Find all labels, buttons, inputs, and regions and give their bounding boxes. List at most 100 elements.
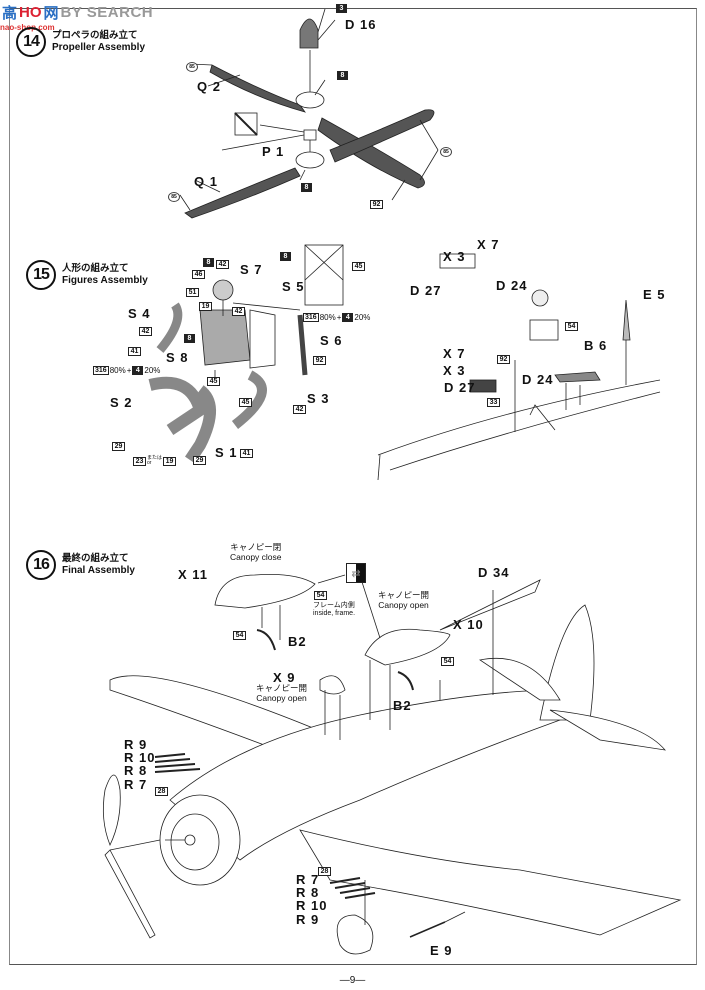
part-label-gun-right-4: R 9 <box>296 912 320 927</box>
figure-illustration <box>148 244 344 464</box>
canopy-open-jp: キャノピー開 <box>378 590 430 600</box>
watermark-logo: 高 HO 网 BY SEARCH <box>2 2 153 23</box>
part-label-e9: E 9 <box>430 943 453 958</box>
part-label-q2: Q 2 <box>197 79 221 94</box>
part-label-gun-left-1: R 9 <box>124 737 148 752</box>
frame-note-jp: フレーム内側 <box>313 602 355 609</box>
color-code-gunsight: 92 <box>497 355 510 364</box>
color-code-b6: 54 <box>565 322 578 331</box>
part-label-gun-right-2: R 8 <box>296 885 320 900</box>
blade-q1 <box>184 167 301 219</box>
color-code-helmet-2: 42 <box>216 260 229 269</box>
step-15-header: 15 人形の組み立て Figures Assembly <box>26 260 148 290</box>
canopy-open-note: キャノピー開 Canopy open <box>378 590 429 610</box>
color-code-glove-right: 41 <box>240 449 253 458</box>
color-code-strap: 92 <box>313 356 326 365</box>
color-code-panel: 33 <box>487 398 500 407</box>
color-code-guns-right: 28 <box>318 867 331 876</box>
step-title-jp: 最終の組み立て <box>62 553 129 564</box>
antenna-d34-shape <box>439 579 541 631</box>
color-code-spinner: 3 <box>336 4 347 13</box>
no-glue-icon-box <box>234 112 258 136</box>
propeller-illustration <box>179 8 439 219</box>
color-code-tip-right: 85 <box>440 147 452 157</box>
part-label-d27-main: D 27 <box>444 380 476 395</box>
part-label-d34: D 34 <box>478 565 510 580</box>
watermark-char-1: 高 <box>2 5 18 22</box>
canopy-close-en: Canopy close <box>230 552 282 562</box>
color-code-guns-left: 28 <box>155 787 168 796</box>
color-code-vest: 42 <box>232 307 245 316</box>
color-code-face: 51 <box>186 288 199 297</box>
part-label-gun-right-3: R 10 <box>296 898 328 913</box>
canopy-toggle-arrows-icon: ⇄ <box>346 563 366 583</box>
hub-bottom <box>295 151 325 169</box>
step-title-en: Figures Assembly <box>62 275 148 286</box>
seat-paint-mix-note: 316 80% + 4 20% <box>303 313 370 322</box>
step-title-jp: プロペラの組み立て <box>52 30 138 41</box>
color-code-seat-pad: 45 <box>352 262 365 271</box>
part-label-d16: D 16 <box>345 17 377 32</box>
blade-right-lower <box>317 117 425 189</box>
step-number: 16 <box>26 550 56 580</box>
color-code-rail-close: 54 <box>233 631 246 640</box>
color-code-seat-mix-a: 316 <box>303 313 319 322</box>
step-14-header: 14 プロペラの組み立て Propeller Assembly <box>16 27 145 57</box>
color-code-mix-a: 316 <box>93 366 109 375</box>
part-label-b6: B 6 <box>584 338 608 353</box>
color-code-rail-open: 54 <box>441 657 454 666</box>
part-p1 <box>303 129 317 141</box>
blade-right-upper <box>329 109 435 163</box>
part-label-s6: S 6 <box>320 333 343 348</box>
canopy-close-note: キャノピー閉 Canopy close <box>230 542 282 562</box>
hub-top <box>295 91 325 109</box>
color-code-goggles: 46 <box>192 270 205 279</box>
mix-pct-a: 80% <box>109 366 126 375</box>
color-code-helmet-1: 8 <box>203 258 214 267</box>
watermark-char-3: 网 <box>43 5 59 22</box>
color-code-hub-top: 8 <box>337 71 348 80</box>
windscreen-shape <box>319 675 346 695</box>
part-label-s4: S 4 <box>128 306 151 321</box>
part-label-x9: X 9 <box>273 670 296 685</box>
color-code-seat-belts: 8 <box>280 252 291 261</box>
part-label-gun-left-3: R 8 <box>124 763 148 778</box>
step-title-en: Propeller Assembly <box>52 42 146 53</box>
step-number: 15 <box>26 260 56 290</box>
color-code-harness: 8 <box>184 334 195 343</box>
seat-mix-pct-b: 20% <box>354 313 371 322</box>
color-code-boots-right: 29 <box>193 456 206 465</box>
mix-plus: + <box>126 366 132 375</box>
color-code-tip-q2: 85 <box>186 62 198 72</box>
canopy-open-en: Canopy open <box>378 600 429 610</box>
color-code-tip-q1: 85 <box>168 192 180 202</box>
part-label-s5: S 5 <box>282 279 305 294</box>
part-label-s8: S 8 <box>166 350 189 365</box>
windscreen-note-en: Canopy open <box>256 693 307 703</box>
part-label-s2: S 2 <box>110 395 133 410</box>
frame-note-en: inside, frame. <box>313 610 356 617</box>
color-code-hub-bottom: 8 <box>301 183 312 192</box>
part-label-gun-left-4: R 7 <box>124 777 148 792</box>
part-label-b2-open: B2 <box>393 698 412 713</box>
part-label-gun-left-2: R 10 <box>124 750 156 765</box>
color-code-either-a: 23 <box>133 456 146 466</box>
part-label-s7: S 7 <box>240 262 263 277</box>
watermark-char-2: HO <box>19 4 42 21</box>
page-number: —9— <box>339 975 366 986</box>
cockpit-fuselage-illustration <box>377 253 661 481</box>
color-code-collar: 19 <box>199 302 212 311</box>
part-label-x7-top: X 7 <box>477 237 500 252</box>
part-label-d24-main: D 24 <box>522 372 554 387</box>
part-label-p1: P 1 <box>262 144 285 159</box>
either-color-note: 23 または or 19 <box>133 456 177 466</box>
step-title-jp: 人形の組み立て <box>62 263 129 274</box>
color-code-blade: 92 <box>370 200 383 209</box>
blade-q2 <box>209 64 306 113</box>
either-or-en: or <box>147 460 152 466</box>
canopy-close-jp: キャノピー閉 <box>230 542 282 552</box>
spinner-d16 <box>299 18 319 49</box>
paint-mix-note: 316 80% + 4 20% <box>93 366 160 375</box>
seat-mix-plus: + <box>336 313 342 322</box>
